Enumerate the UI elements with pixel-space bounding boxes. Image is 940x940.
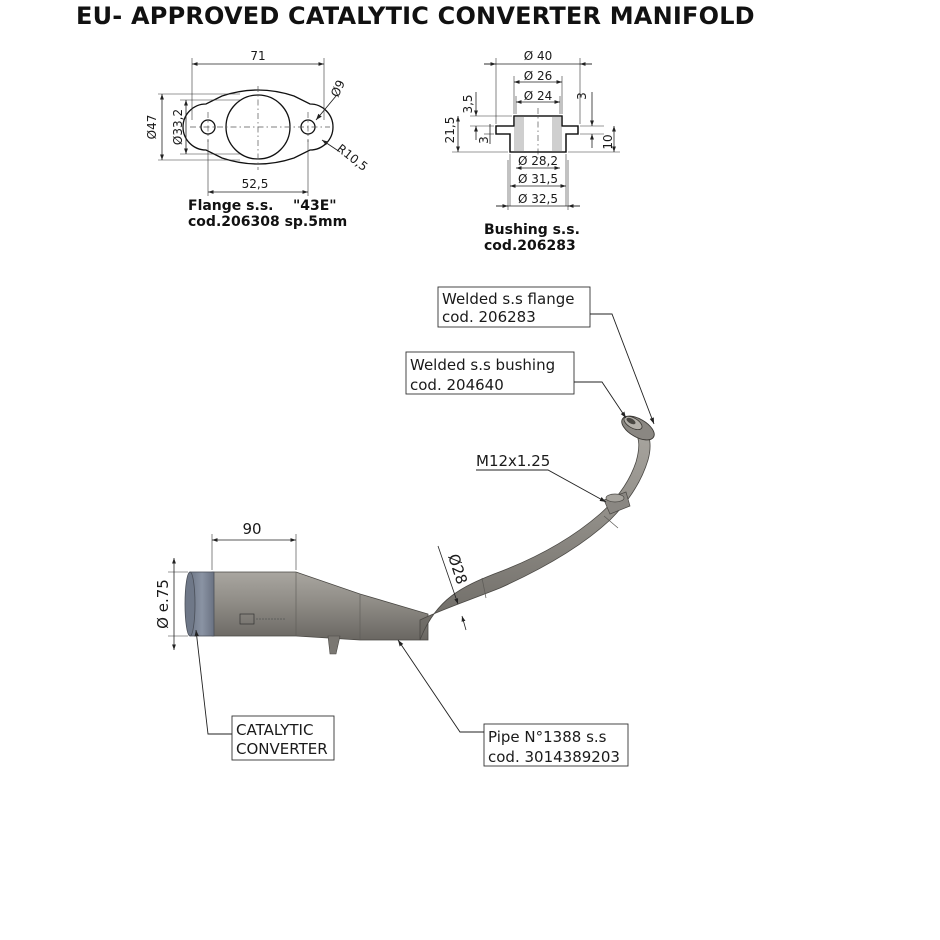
flange-drawing: 71 Ø47 Ø33,2 Ø9 R10,5 52,5 Flange s.s. "…	[145, 49, 370, 230]
callout-pipe-line1: Pipe N°1388 s.s	[488, 728, 607, 746]
callout-converter-line2: CONVERTER	[236, 740, 328, 758]
callout-bushing-line2: cod. 204640	[410, 376, 504, 394]
converter-housing	[211, 571, 429, 641]
dim-converter-diameter: Ø e.75	[154, 579, 172, 629]
bushing-drawing: Ø 40 Ø 26 Ø 24 3,5 21,5 3	[443, 49, 620, 254]
flange-dim-hole: Ø9	[328, 78, 348, 99]
flange-dim-width: 71	[250, 49, 265, 63]
bushing-dim-40: Ø 40	[524, 49, 553, 63]
dim-pipe-diameter: Ø28	[444, 552, 471, 587]
flange-hole-left	[200, 119, 216, 135]
bushing-dim-21-5: 21,5	[443, 117, 457, 144]
dim-converter-length: 90	[242, 520, 261, 538]
flange-dim-radius: R10,5	[334, 141, 370, 174]
bushing-dim-32-5: Ø 32,5	[518, 192, 558, 206]
page-title: EU- APPROVED CATALYTIC CONVERTER MANIFOL…	[76, 2, 755, 30]
bushing-dim-26: Ø 26	[524, 69, 553, 83]
callout-pipe-line2: cod. 3014389203	[488, 748, 620, 766]
flange-outline	[182, 89, 334, 165]
callout-bushing-box	[405, 351, 575, 395]
bushing-dim-28-2: Ø 28,2	[518, 154, 558, 168]
flange-dim-height: Ø47	[145, 115, 159, 140]
callout-bushing-line1: Welded s.s bushing	[410, 356, 555, 374]
bushing-dim-24: Ø 24	[524, 89, 553, 103]
flange-dim-spacing: 52,5	[242, 177, 269, 191]
callout-flange-box	[437, 286, 591, 328]
flange-dim-bore: Ø33,2	[171, 109, 185, 145]
callout-converter-box	[231, 715, 335, 761]
bushing-dim-31-5: Ø 31,5	[518, 172, 558, 186]
bushing-dim-3-right: 3	[575, 92, 589, 100]
flange-caption-line1: Flange s.s. "43E"	[188, 198, 337, 214]
bushing-caption-line1: Bushing s.s.	[484, 222, 580, 238]
callout-flange-line1: Welded s.s flange	[442, 290, 574, 308]
bushing-dim-10: 10	[601, 134, 615, 149]
flange-caption-line2: cod.206308 sp.5mm	[188, 214, 347, 230]
callout-flange-line2: cod. 206283	[442, 308, 536, 326]
manifold-assembly: 90 Ø e.75 Ø28 Welded s.s flange cod. 206…	[154, 286, 655, 767]
callout-thread: M12x1.25	[476, 452, 550, 470]
bushing-dim-3-left: 3	[477, 136, 491, 144]
bushing-caption-line2: cod.206283	[484, 238, 576, 254]
callout-converter-line1: CATALYTIC	[236, 721, 313, 739]
callout-pipe-box	[483, 723, 629, 767]
bushing-dim-3-5: 3,5	[461, 94, 475, 113]
homologation-logo	[239, 613, 255, 625]
